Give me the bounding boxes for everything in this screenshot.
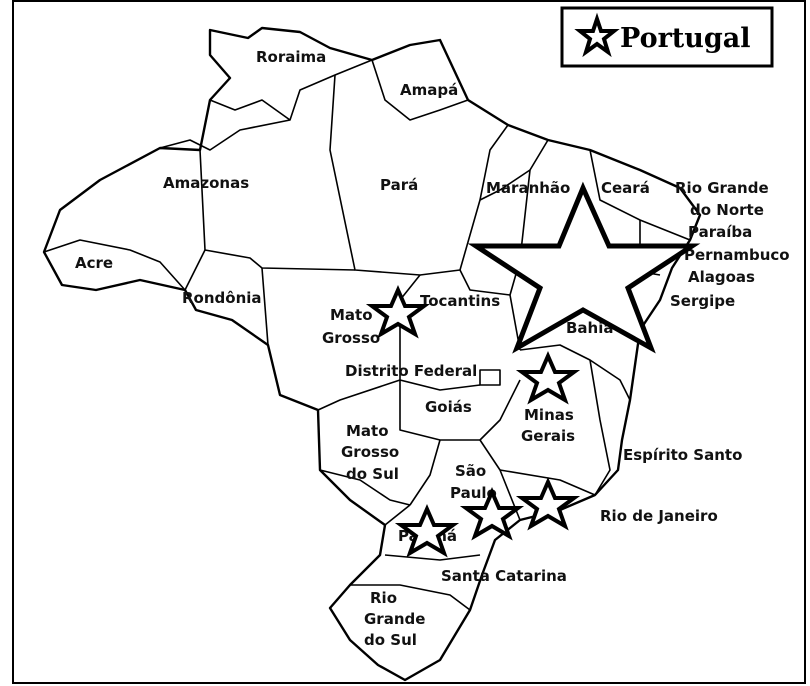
- state-labels: Roraima Amapá Amazonas Pará Maranhão Cea…: [75, 48, 790, 649]
- label-roraima: Roraima: [256, 48, 326, 66]
- brazil-outline: [42, 26, 702, 682]
- legend-star-icon: [574, 12, 620, 58]
- marker-mato-grosso-star-icon: [365, 285, 431, 339]
- label-amazonas: Amazonas: [163, 174, 249, 192]
- marker-parana-star-icon: [394, 504, 460, 558]
- marker-minas-gerais-star-icon: [515, 351, 581, 405]
- label-minas-gerais-2: Gerais: [521, 427, 575, 445]
- label-mato-grosso-2: Grosso: [322, 329, 380, 347]
- marker-bahia-star-icon: [467, 181, 701, 354]
- label-rio-grande-sul-1: Rio: [370, 589, 397, 607]
- label-pernambuco: Pernambuco: [684, 246, 790, 264]
- label-mato-grosso-1: Mato: [330, 306, 373, 324]
- label-distrito-federal: Distrito Federal: [345, 362, 477, 380]
- label-mato-grosso-sul-1: Mato: [346, 422, 389, 440]
- label-acre: Acre: [75, 254, 113, 272]
- markers: [365, 181, 701, 558]
- label-para: Pará: [380, 176, 418, 194]
- label-maranhao: Maranhão: [486, 179, 570, 197]
- label-ceara: Ceará: [601, 179, 650, 197]
- label-rio-grande-norte-1: Rio Grande: [675, 179, 769, 197]
- label-rondonia: Rondônia: [182, 289, 262, 307]
- label-rio-grande-norte-2: do Norte: [690, 201, 764, 219]
- label-minas-gerais-1: Minas: [524, 406, 574, 424]
- state-borders: [43, 59, 691, 611]
- label-sao-paulo-2: Paulo: [450, 484, 497, 502]
- legend-label: Portugal: [620, 23, 751, 54]
- label-mato-grosso-sul-2: Grosso: [341, 443, 399, 461]
- label-paraiba: Paraíba: [688, 223, 752, 241]
- label-espirito-santo: Espírito Santo: [623, 446, 742, 464]
- label-rio-de-janeiro: Rio de Janeiro: [600, 507, 718, 525]
- label-rio-grande-sul-3: do Sul: [364, 631, 417, 649]
- label-sergipe: Sergipe: [670, 292, 735, 310]
- legend: Portugal: [560, 6, 774, 68]
- label-sao-paulo-1: São: [455, 462, 486, 480]
- label-santa-catarina: Santa Catarina: [441, 567, 567, 585]
- marker-rio-de-janeiro-star-icon: [515, 477, 581, 531]
- label-goias: Goiás: [425, 398, 472, 416]
- label-alagoas: Alagoas: [688, 268, 755, 286]
- label-mato-grosso-sul-3: do Sul: [346, 465, 399, 483]
- marker-sao-paulo-star-icon: [459, 487, 525, 541]
- label-bahia: Bahia: [566, 319, 614, 337]
- label-rio-grande-sul-2: Grande: [364, 610, 425, 628]
- label-amapa: Amapá: [400, 81, 458, 99]
- label-tocantins: Tocantins: [420, 292, 500, 310]
